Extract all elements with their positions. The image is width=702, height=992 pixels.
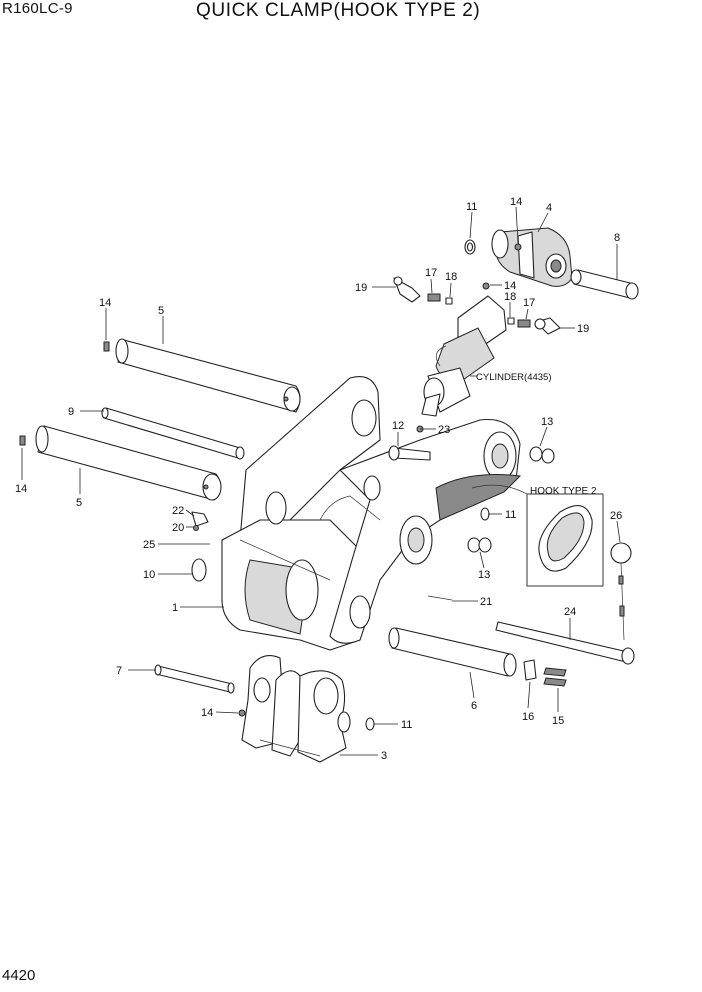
- callout-21: 21: [480, 596, 492, 608]
- callout-9: 9: [68, 406, 74, 418]
- callout-18-right: 18: [504, 291, 516, 303]
- callout-4: 4: [546, 202, 552, 214]
- pin-part-6: [388, 627, 517, 677]
- callout-19-right: 19: [577, 323, 589, 335]
- adapter-part-17-right: [517, 319, 531, 328]
- callout-18-left: 18: [445, 271, 457, 283]
- pin-part-8: [570, 269, 639, 300]
- cylinder-assembly: [421, 282, 507, 417]
- callout-5-lower: 5: [76, 497, 82, 509]
- nut-part-13-upper-b: [541, 448, 555, 464]
- snap-ring-part-10: [191, 558, 207, 582]
- hook-part-4: [491, 227, 573, 287]
- page-title: QUICK CLAMP(HOOK TYPE 2): [196, 0, 481, 21]
- callout-14-upper: 14: [99, 297, 111, 309]
- pin-part-5-upper: [115, 338, 301, 413]
- hook-type-detail: [471, 484, 604, 587]
- callout-1: 1: [172, 602, 178, 614]
- callout-3: 3: [381, 750, 387, 762]
- grease-nipple-part-14-lower: [238, 709, 246, 717]
- callout-11-lower: 11: [401, 719, 412, 731]
- callouts: 11 14 4 8 19 17 18 14 18 17 19 14 5 9 14…: [15, 196, 622, 762]
- callout-11-mid: 11: [505, 509, 516, 521]
- leader-lines: [21, 206, 621, 756]
- grease-nipple-part-14-hook: [514, 243, 522, 251]
- hook-part-3: [241, 655, 351, 763]
- o-ring-part-11-top-inner: [466, 242, 474, 252]
- cylinder-label: CYLINDER(4435): [476, 372, 552, 383]
- lock-pin-part-26: [610, 542, 632, 641]
- grease-nipple-part-14-upper: [103, 341, 110, 352]
- adapter-part-17-left: [427, 293, 441, 302]
- grease-nipple-part-14-left: [19, 435, 26, 446]
- callout-14-left: 14: [15, 483, 27, 495]
- bolt-part-12: [388, 445, 431, 461]
- callout-7: 7: [116, 665, 122, 677]
- callout-25: 25: [143, 539, 155, 551]
- callout-23: 23: [438, 424, 450, 436]
- callout-13-lower: 13: [478, 569, 490, 581]
- pin-part-24: [495, 621, 635, 665]
- callout-26: 26: [610, 510, 622, 522]
- oring-part-18-left: [445, 297, 453, 305]
- callout-12: 12: [392, 420, 404, 432]
- page-number: 4420: [2, 967, 36, 984]
- callout-5-upper: 5: [158, 305, 164, 317]
- callout-22: 22: [172, 505, 184, 517]
- frame-part-1: [221, 376, 522, 651]
- pin-part-9: [101, 407, 245, 460]
- oring-part-18-right: [507, 317, 515, 325]
- callout-19-left: 19: [355, 282, 367, 294]
- callout-15: 15: [552, 715, 564, 727]
- nut-part-13-lower-a: [467, 537, 481, 553]
- callout-16: 16: [522, 711, 534, 723]
- pin-part-7: [154, 664, 235, 694]
- nut-part-13-upper-a: [529, 446, 543, 462]
- callout-14-cyl: 14: [504, 280, 516, 292]
- callout-11-top: 11: [466, 201, 477, 213]
- washer-part-20: [193, 525, 199, 531]
- callout-10: 10: [143, 569, 155, 581]
- callout-24: 24: [564, 606, 576, 618]
- callout-13-upper: 13: [541, 416, 553, 428]
- callout-17-right: 17: [523, 297, 535, 309]
- callout-17-left: 17: [425, 267, 437, 279]
- plate-part-22: [191, 511, 209, 527]
- nut-part-13-lower-b: [478, 537, 492, 553]
- plate-part-16: [523, 659, 537, 681]
- hook-type-label: HOOK TYPE 2: [530, 486, 597, 497]
- pin-part-5-lower: [35, 425, 222, 501]
- callout-6: 6: [471, 700, 477, 712]
- fitting-part-19-left: [393, 276, 421, 303]
- fitting-part-19-right: [534, 317, 561, 335]
- o-ring-part-11-lower: [365, 717, 375, 731]
- bolt-part-15: [543, 667, 567, 687]
- callout-20: 20: [172, 522, 184, 534]
- spring-pin-part-21: [427, 595, 453, 601]
- model-number: R160LC-9: [2, 0, 73, 17]
- callout-8: 8: [614, 232, 620, 244]
- callout-14-hook: 14: [510, 196, 522, 208]
- o-ring-part-11-mid: [480, 507, 490, 521]
- callout-14-lower: 14: [201, 707, 213, 719]
